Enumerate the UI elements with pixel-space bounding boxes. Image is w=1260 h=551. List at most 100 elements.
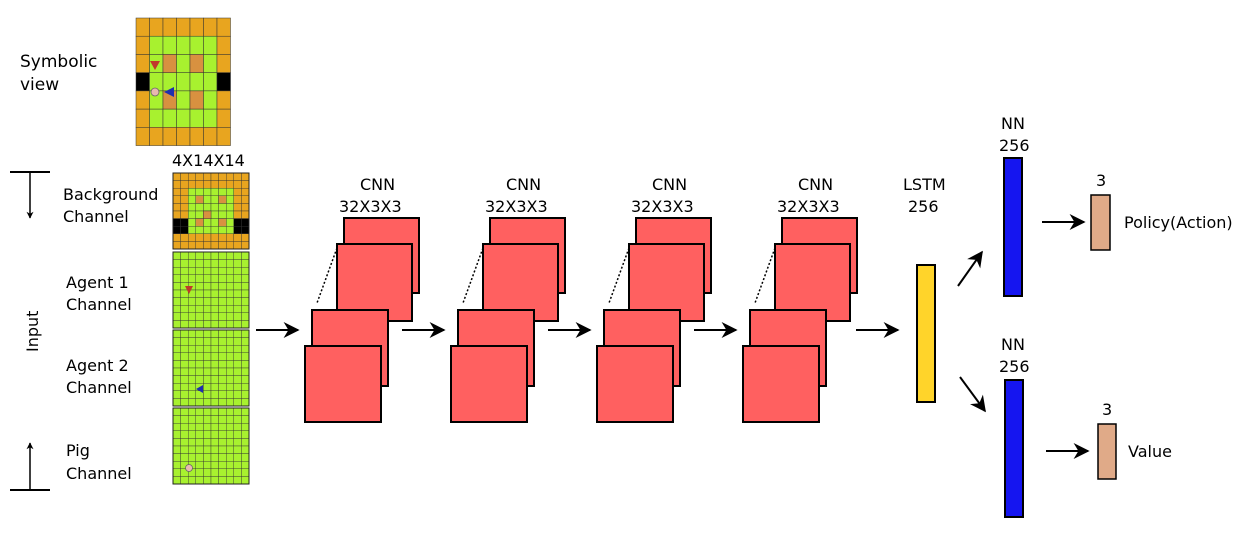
symbolic-view-grid <box>135 17 231 146</box>
value-output-block <box>1097 423 1117 480</box>
grid-cell <box>225 297 234 306</box>
grid-cell <box>187 312 196 321</box>
cnn-spec-label: 32X3X3 <box>777 197 840 216</box>
grid-cell <box>225 329 234 338</box>
symbolic-cell <box>203 54 218 73</box>
grid-cell <box>172 241 181 250</box>
grid-cell <box>195 225 204 234</box>
grid-cell <box>172 187 181 196</box>
grid-cell <box>218 461 227 470</box>
grid-cell <box>218 375 227 384</box>
pillar-cell <box>195 195 204 204</box>
grid-cell <box>195 180 204 189</box>
grid-cell <box>172 430 181 439</box>
grid-cell <box>233 203 242 212</box>
grid-cell <box>203 352 212 361</box>
grid-cell <box>210 375 219 384</box>
grid-cell <box>218 203 227 212</box>
grid-cell <box>187 337 196 346</box>
grid-cell <box>241 274 250 283</box>
grid-cell <box>172 267 181 276</box>
grid-cell <box>187 218 196 227</box>
grid-cell <box>203 274 212 283</box>
grid-cell <box>218 337 227 346</box>
grid-cell <box>187 367 196 376</box>
grid-cell <box>172 468 181 477</box>
grid-cell <box>233 337 242 346</box>
grid-cell <box>210 430 219 439</box>
grid-cell <box>195 445 204 454</box>
grid-cell <box>180 320 189 329</box>
grid-cell <box>195 251 204 260</box>
grid-cell <box>187 415 196 424</box>
grid-cell <box>187 203 196 212</box>
grid-cell <box>203 375 212 384</box>
symbolic-cell <box>176 35 191 55</box>
grid-cell <box>233 320 242 329</box>
grid-border <box>172 407 250 485</box>
feature-map <box>336 243 413 322</box>
cnn-name-label: CNN <box>652 175 687 194</box>
grid-cell <box>241 180 250 189</box>
symbolic-cell <box>189 127 204 146</box>
grid-cell <box>233 297 242 306</box>
grid-cell <box>195 172 204 181</box>
grid-cell <box>210 241 219 250</box>
grid-cell <box>241 360 250 369</box>
symbolic-cell <box>176 90 191 110</box>
grid-cell <box>225 187 234 196</box>
grid-cell <box>233 274 242 283</box>
grid-cell <box>180 187 189 196</box>
grid-cell <box>225 383 234 392</box>
grid-cell <box>203 468 212 477</box>
grid-cell <box>233 468 242 477</box>
grid-border <box>172 172 250 250</box>
grid-cell <box>203 383 212 392</box>
symbolic-cell <box>189 108 204 128</box>
grid-cell <box>225 225 234 234</box>
symbolic-cell <box>135 127 150 146</box>
grid-cell <box>187 407 196 416</box>
grid-cell <box>225 218 234 227</box>
grid-cell <box>241 172 250 181</box>
agent2-channel-label-line2: Channel <box>66 378 132 397</box>
grid-cell <box>225 337 234 346</box>
grid-cell <box>203 218 212 227</box>
pillar-cell <box>203 210 212 219</box>
grid-cell <box>241 390 250 399</box>
symbolic-cell <box>176 72 191 92</box>
grid-cell <box>203 305 212 314</box>
symbolic-cell <box>176 54 191 73</box>
grid-cell <box>225 312 234 321</box>
agent2-channel-marker <box>196 385 203 393</box>
symbolic-cell <box>135 54 150 73</box>
grid-cell <box>180 329 189 338</box>
grid-cell <box>225 445 234 454</box>
grid-cell <box>187 274 196 283</box>
grid-cell <box>210 398 219 407</box>
grid-cell <box>203 289 212 298</box>
grid-cell <box>233 180 242 189</box>
grid-cell <box>187 383 196 392</box>
grid-cell <box>203 329 212 338</box>
grid-cell <box>195 352 204 361</box>
symbolic-cell <box>203 35 218 55</box>
grid-cell <box>225 233 234 242</box>
symbolic-cell <box>189 17 204 37</box>
grid-cell <box>180 398 189 407</box>
grid-cell <box>180 390 189 399</box>
grid-cell <box>187 210 196 219</box>
grid-cell <box>210 345 219 354</box>
grid-cell <box>180 180 189 189</box>
grid-cell <box>241 305 250 314</box>
grid-cell <box>203 267 212 276</box>
grid-cell <box>210 320 219 329</box>
grid-cell <box>180 407 189 416</box>
grid-cell <box>233 461 242 470</box>
grid-cell <box>241 251 250 260</box>
cnn-spec-label: 32X3X3 <box>631 197 694 216</box>
grid-cell <box>180 225 189 234</box>
grid-cell <box>218 210 227 219</box>
grid-cell <box>210 407 219 416</box>
grid-cell <box>241 476 250 485</box>
